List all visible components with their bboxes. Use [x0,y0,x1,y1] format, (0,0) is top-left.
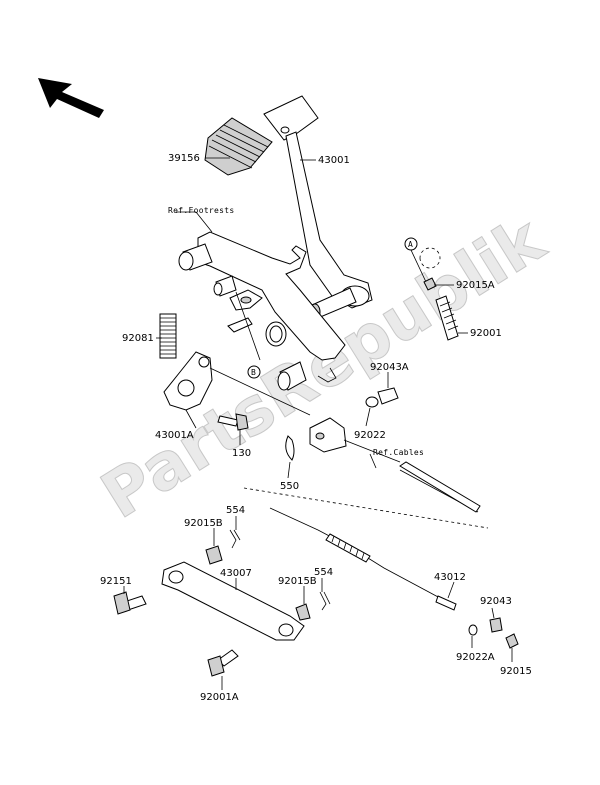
part-label-550: 550 [280,481,299,492]
part-label-92043a: 92043A [370,362,409,373]
nut-92015 [505,633,519,649]
nut-92015b-upper [205,545,223,565]
part-label-92015: 92015 [500,666,532,677]
part-label-43007: 43007 [220,568,252,579]
marker-b-label: B [251,368,256,377]
bolt-130 [217,413,249,431]
washer-92022a [468,624,478,636]
rod-clevis [285,417,401,463]
part-label-43012: 43012 [434,572,466,583]
part-label-92015b-lower: 92015B [278,576,317,587]
marker-b [247,365,261,379]
part-label-92015a: 92015A [456,280,495,291]
brake-lever [163,351,311,416]
part-label-92022: 92022 [354,430,386,441]
orientation-arrow-icon [38,78,104,118]
bolt-92001a [207,649,239,677]
clevis-pin [365,387,399,408]
part-label-92001: 92001 [470,328,502,339]
brake-link [161,561,305,641]
part-label-92015b-upper: 92015B [184,518,223,529]
footrest-bracket [176,211,346,391]
part-label-92001a: 92001A [200,692,239,703]
part-label-92043: 92043 [480,596,512,607]
ref-cables: Ref.Cables [373,448,424,457]
part-label-554-lower: 554 [314,567,333,578]
marker-a-label: A [408,240,413,249]
adjuster [404,237,459,341]
part-label-39156: 39156 [168,153,200,164]
part-label-130: 130 [232,448,251,459]
pedal-pad [204,117,273,176]
nut-92015b-lower [295,603,311,621]
part-label-92151: 92151 [100,576,132,587]
cotter-554-lower [319,591,331,611]
part-label-43001: 43001 [318,155,350,166]
cotter-554-upper [229,529,241,549]
part-label-554-upper: 554 [226,505,245,516]
leader-lines [123,157,513,690]
part-label-92081: 92081 [122,333,154,344]
brake-cable [243,461,489,611]
pin-92043 [489,617,503,633]
return-spring [159,313,177,359]
ref-footrests: Ref.Footrests [168,206,235,215]
part-label-43001a: 43001A [155,430,194,441]
part-label-92022a: 92022A [456,652,495,663]
bolt-92151 [113,591,147,615]
